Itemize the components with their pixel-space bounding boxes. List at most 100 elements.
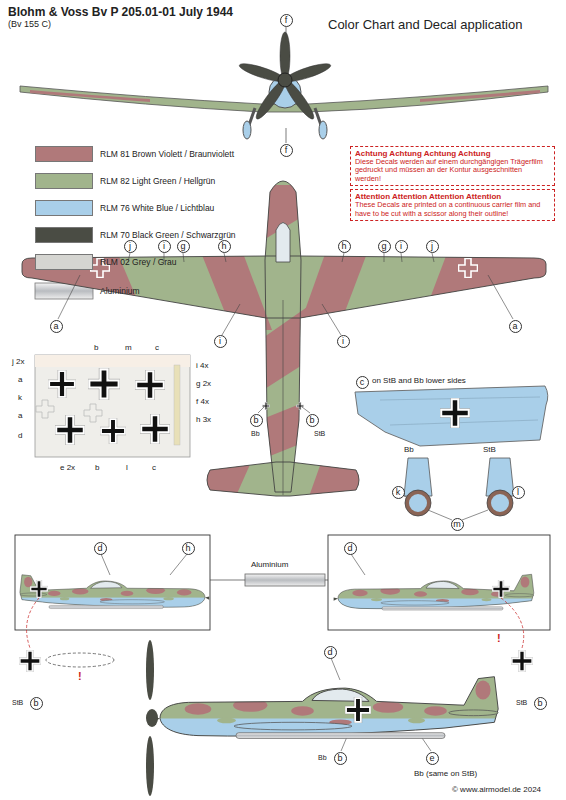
warning-box: Attention Attention Attention AttentionT… bbox=[350, 189, 555, 221]
label-text: h 3x bbox=[196, 416, 211, 425]
leader-lines bbox=[58, 253, 514, 751]
warning-body: These Decals are printed on a continuous… bbox=[355, 201, 550, 218]
callout-circle: d bbox=[324, 646, 337, 659]
label-text: b bbox=[95, 464, 99, 473]
side-view-large bbox=[146, 640, 507, 796]
label-text: d bbox=[18, 432, 22, 441]
legend-text: RLM 76 White Blue / Lichtblau bbox=[100, 203, 214, 213]
label-text: StB bbox=[483, 446, 496, 455]
callout-letter: h bbox=[341, 242, 346, 251]
label-text: c bbox=[152, 464, 156, 473]
warning-heading: Attention Attention Attention Attention bbox=[355, 192, 550, 201]
callout-letter: j bbox=[129, 242, 131, 251]
legend-text: RLM 70 Black Green / Schwarzgrün bbox=[100, 230, 236, 240]
callout-circle: f bbox=[280, 144, 293, 157]
label-text: a bbox=[18, 376, 22, 385]
callout-circle: h bbox=[182, 542, 195, 555]
callout-circle: i bbox=[337, 335, 350, 348]
legend-text: Aluminium bbox=[100, 286, 140, 296]
callout-letter: f bbox=[285, 146, 288, 155]
label-text: ! bbox=[78, 670, 82, 682]
callout-circle: j bbox=[426, 240, 439, 253]
label-text: StB bbox=[12, 699, 23, 707]
legend-swatch bbox=[35, 227, 93, 243]
legend-swatch bbox=[35, 200, 93, 216]
warning-body: Diese Decals werden auf einem durchgängi… bbox=[355, 158, 550, 183]
callout-circle: h bbox=[338, 240, 351, 253]
callout-letter: b bbox=[537, 699, 542, 708]
callout-letter: b bbox=[309, 416, 314, 425]
callout-circle: i bbox=[158, 240, 171, 253]
callout-letter: i bbox=[342, 337, 344, 346]
callout-circle: i bbox=[214, 335, 227, 348]
label-text: StB bbox=[516, 699, 527, 707]
label-text: b bbox=[94, 344, 98, 353]
callout-circle: k bbox=[392, 486, 405, 499]
decal-sheet bbox=[35, 355, 190, 457]
label-text: e 2x bbox=[60, 464, 75, 473]
side-view-left bbox=[15, 572, 209, 614]
label-text: a bbox=[18, 412, 22, 421]
callout-letter: i bbox=[163, 242, 165, 251]
front-view bbox=[20, 27, 548, 143]
callout-letter: d bbox=[97, 544, 102, 553]
callout-letter: h bbox=[185, 544, 190, 553]
label-text: f 4x bbox=[196, 398, 209, 407]
label-text: Aluminium bbox=[251, 561, 288, 570]
warning-heading: Achtung Achtung Achtung Achtung bbox=[355, 149, 550, 158]
underside-wing bbox=[355, 386, 548, 446]
callout-letter: b bbox=[33, 699, 38, 708]
callout-circle: a bbox=[50, 320, 63, 333]
callout-letter: j bbox=[431, 242, 433, 251]
callout-letter: c bbox=[360, 378, 365, 387]
label-text: Bb bbox=[318, 754, 327, 762]
callout-circle: d bbox=[94, 542, 107, 555]
label-text: © www.airmodel.de 2024 bbox=[452, 786, 541, 795]
callout-letter: b bbox=[337, 754, 342, 763]
callout-circle: c bbox=[356, 376, 369, 389]
callout-letter: f bbox=[285, 16, 288, 25]
label-text: g 2x bbox=[196, 380, 211, 389]
label-text: Bb (same on StB) bbox=[414, 770, 477, 779]
callout-circle: b bbox=[334, 752, 347, 765]
callout-letter: g bbox=[381, 242, 386, 251]
callout-letter: h bbox=[221, 242, 226, 251]
label-text: on StB and Bb lower sides bbox=[372, 377, 466, 386]
callout-letter: a bbox=[53, 322, 58, 331]
legend-text: RLM 81 Brown Violett / Braunviolett bbox=[100, 149, 234, 159]
callout-circle: f bbox=[280, 14, 293, 27]
callout-circle: h bbox=[218, 240, 231, 253]
top-view bbox=[0, 160, 566, 510]
legend-text: RLM 82 Light Green / Hellgrün bbox=[100, 176, 215, 186]
label-text: (Bv 155 C) bbox=[8, 20, 51, 30]
callout-letter: d bbox=[347, 544, 352, 553]
label-text: ! bbox=[497, 632, 501, 644]
callout-letter: d bbox=[327, 648, 332, 657]
legend-swatch bbox=[35, 173, 93, 189]
callout-circle: b bbox=[306, 414, 319, 427]
label-text: j 2x bbox=[12, 358, 24, 367]
callout-circle: g bbox=[378, 240, 391, 253]
callout-circle: b bbox=[534, 697, 547, 710]
callout-circle: b bbox=[30, 697, 43, 710]
callout-circle: l bbox=[512, 486, 525, 499]
label-text: c bbox=[155, 344, 159, 353]
callout-letter: i bbox=[219, 337, 221, 346]
callout-circle: i bbox=[395, 240, 408, 253]
callout-letter: e bbox=[429, 754, 434, 763]
label-text: l bbox=[126, 464, 128, 473]
callout-letter: k bbox=[396, 488, 401, 497]
callout-circle: a bbox=[509, 320, 522, 333]
warning-box: Achtung Achtung Achtung AchtungDiese Dec… bbox=[350, 146, 555, 186]
label-text: k bbox=[18, 394, 22, 403]
callout-letter: l bbox=[517, 488, 519, 497]
callout-circle: e bbox=[426, 752, 439, 765]
callout-letter: b bbox=[253, 416, 258, 425]
legend-swatch bbox=[35, 254, 93, 270]
callout-circle: m bbox=[451, 518, 464, 531]
callout-letter: i bbox=[400, 242, 402, 251]
landing-gear bbox=[404, 458, 514, 516]
legend-text: RLM 02 Grey / Grau bbox=[100, 257, 177, 267]
label-text: m bbox=[125, 344, 132, 353]
